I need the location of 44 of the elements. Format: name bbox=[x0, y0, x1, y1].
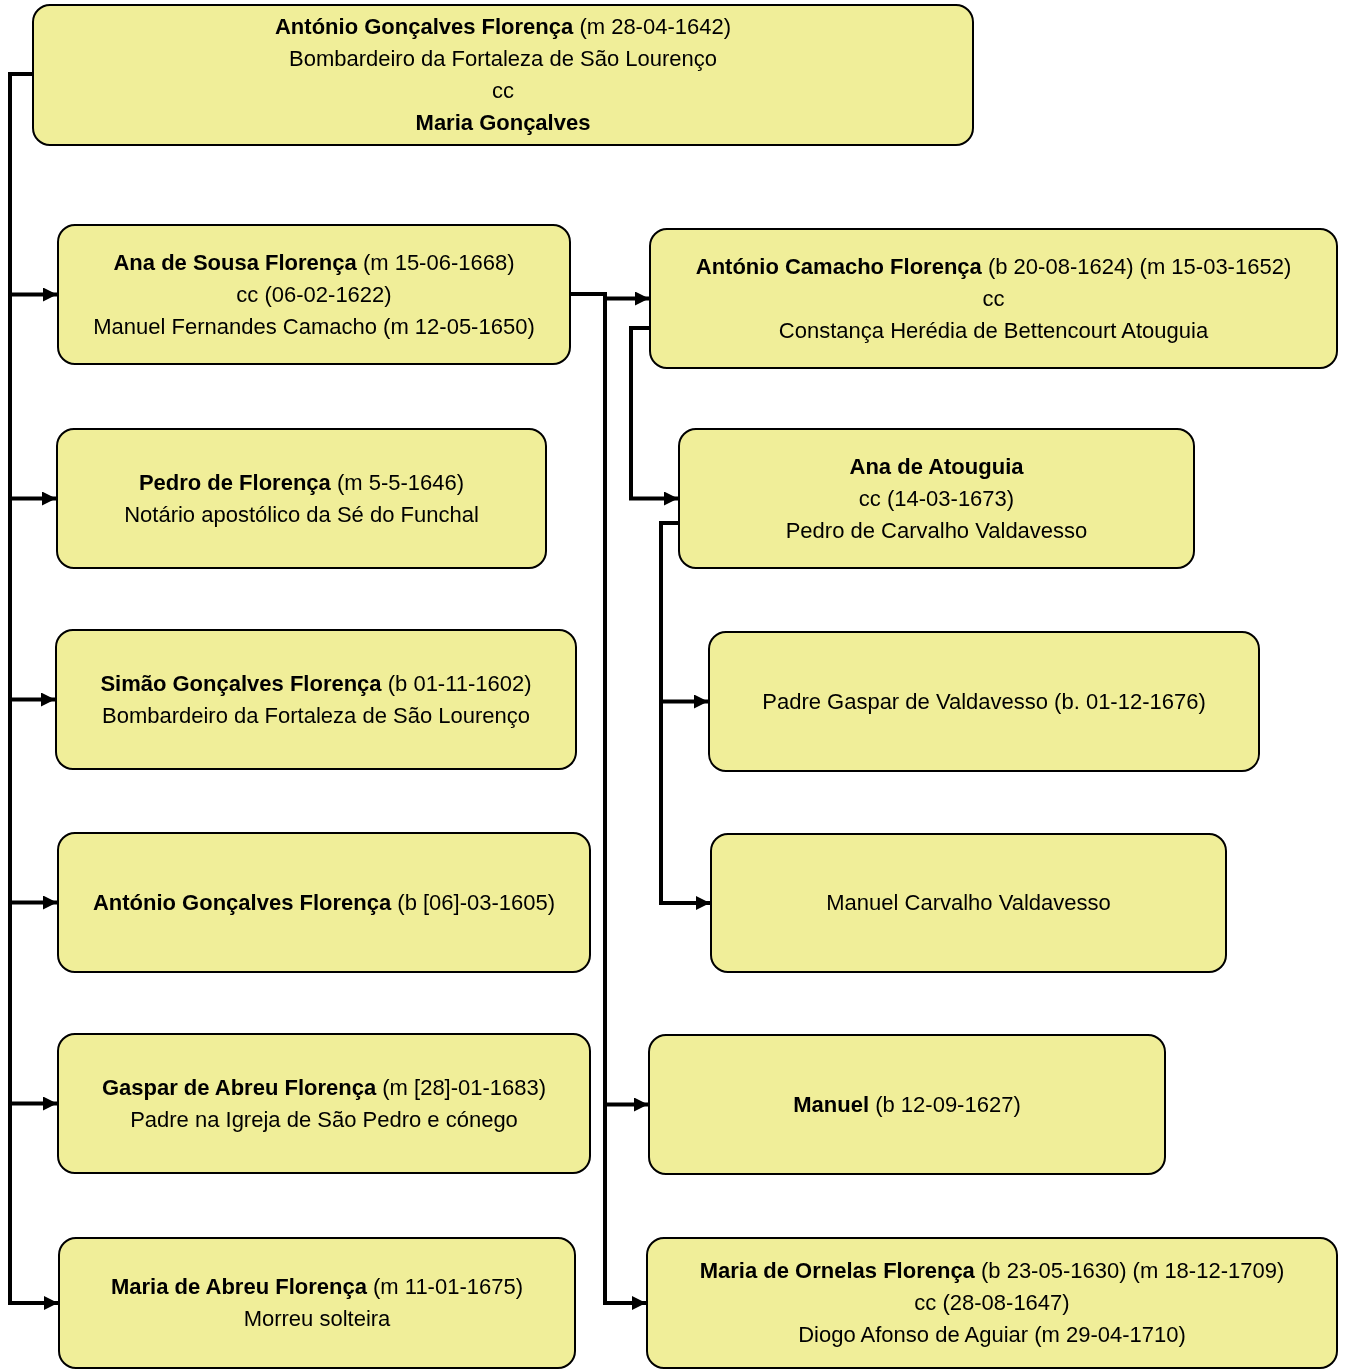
person-text: Gaspar de Abreu Florença (m [28]-01-1683) bbox=[101, 1073, 547, 1102]
connector-arrow bbox=[659, 521, 710, 910]
person-text: Bombardeiro da Fortaleza de São Lourenço bbox=[101, 701, 530, 730]
person-text: Manuel Carvalho Valdavesso bbox=[826, 889, 1111, 917]
person-box bbox=[646, 1237, 1338, 1369]
person-text: Morreu solteira bbox=[243, 1305, 391, 1333]
person-text: Maria de Abreu Florença (m 11-01-1675) bbox=[111, 1273, 523, 1301]
person-text: Manuel (b 12-09-1627) bbox=[793, 1090, 1021, 1119]
person-text: António Gonçalves Florença (m 28-04-1642) bbox=[275, 13, 731, 41]
person-box bbox=[58, 1237, 576, 1369]
person-box bbox=[708, 631, 1260, 772]
person-text: António Camacho Florença (b 20-08-1624) (m 15-03-1652) bbox=[695, 252, 1292, 281]
person-box bbox=[57, 832, 591, 973]
person-text: Pedro de Carvalho Valdavesso bbox=[785, 516, 1088, 545]
person-text: Manuel Fernandes Camacho (m 12-05-1650) bbox=[93, 312, 535, 341]
person-text: Notário apostólico da Sé do Funchal bbox=[124, 500, 479, 529]
person-text: cc (14-03-1673) bbox=[858, 484, 1015, 513]
person-text: Pedro de Florença (m 5-5-1646) bbox=[138, 468, 465, 497]
person-text: Maria Gonçalves bbox=[415, 109, 591, 137]
connector-arrow bbox=[8, 72, 58, 1310]
person-box bbox=[648, 1034, 1166, 1175]
person-text: Padre na Igreja de São Pedro e cónego bbox=[130, 1105, 518, 1134]
person-text: Padre Gaspar de Valdavesso (b. 01-12-1676) bbox=[762, 687, 1206, 716]
person-text: Constança Herédia de Bettencourt Atouguia bbox=[778, 316, 1209, 345]
connector-arrow bbox=[629, 326, 678, 506]
person-text: Maria de Ornelas Florença (b 23-05-1630) (m 18-12-1709) bbox=[699, 1257, 1285, 1285]
person-box bbox=[55, 629, 577, 770]
person-text: Ana de Sousa Florença (m 15-06-1668) bbox=[113, 248, 515, 277]
person-text: Bombardeiro da Fortaleza de São Lourenço bbox=[288, 45, 717, 73]
person-box bbox=[56, 428, 547, 569]
person-box bbox=[57, 224, 571, 365]
person-box bbox=[678, 428, 1195, 569]
person-text: Ana de Atouguia bbox=[849, 452, 1024, 481]
person-text: cc (28-08-1647) bbox=[914, 1289, 1070, 1317]
person-text: Diogo Afonso de Aguiar (m 29-04-1710) bbox=[798, 1321, 1186, 1349]
person-text: cc bbox=[492, 77, 514, 105]
person-box bbox=[32, 4, 974, 146]
person-text: cc bbox=[982, 284, 1005, 313]
person-text: cc (06-02-1622) bbox=[236, 280, 392, 309]
person-text: Simão Gonçalves Florença (b 01-11-1602) bbox=[100, 669, 532, 698]
person-box bbox=[710, 833, 1227, 973]
person-box bbox=[57, 1033, 591, 1174]
person-text: António Gonçalves Florença (b [06]-03-1605) bbox=[92, 888, 556, 917]
person-box bbox=[649, 228, 1338, 369]
